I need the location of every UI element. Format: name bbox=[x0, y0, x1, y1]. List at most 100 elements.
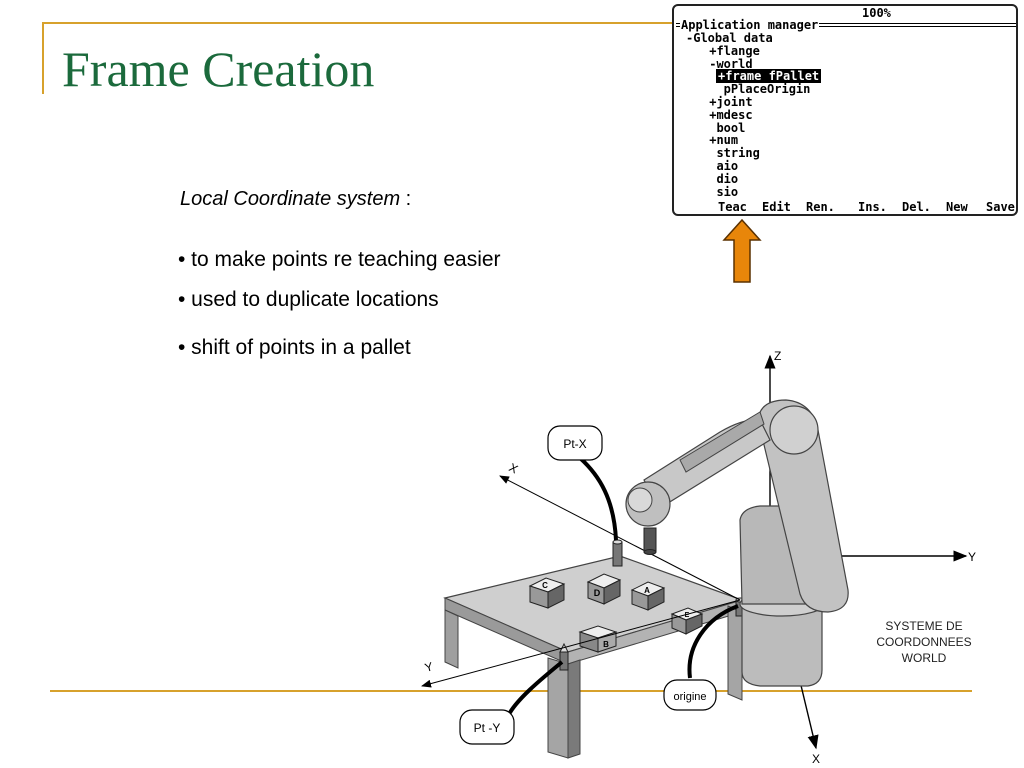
part-box-d: D bbox=[586, 573, 622, 605]
tree-item-mdesc[interactable]: +mdesc bbox=[674, 107, 821, 122]
callout-line-pt-x bbox=[578, 456, 618, 541]
tree-item-num[interactable]: +num bbox=[674, 134, 821, 147]
header-rule-right bbox=[819, 23, 1016, 28]
part-box-a: A bbox=[630, 581, 666, 611]
menu-insert-button[interactable]: Ins. bbox=[858, 200, 887, 214]
tree-item-aio[interactable]: aio bbox=[674, 160, 821, 173]
part-letter-d: D bbox=[594, 588, 601, 598]
menu-new-button[interactable]: New bbox=[946, 200, 968, 214]
tree-item-label: bool bbox=[702, 120, 746, 135]
pendant-menu-bar: Teac Edit Ren. Ins. Del. New Save bbox=[718, 200, 1016, 214]
tree-item-label: string bbox=[702, 146, 760, 161]
pallet-x-axis bbox=[499, 475, 741, 601]
menu-teach-button[interactable]: Teac bbox=[718, 200, 747, 214]
bullet-teaching: • to make points re teaching easier bbox=[178, 248, 501, 271]
tree-item-label: sio bbox=[702, 184, 739, 199]
table-leg bbox=[444, 609, 459, 669]
tree-item-frame-fpallet[interactable]: +frame fPallet bbox=[674, 69, 822, 84]
world-system-caption: SYSTEME DE COORDONNEES WORLD bbox=[876, 619, 971, 665]
callout-pt-x-label: Pt-X bbox=[563, 437, 586, 451]
tree-item-string[interactable]: string bbox=[674, 147, 821, 160]
tree-item-world[interactable]: -world bbox=[674, 56, 821, 71]
callout-line-origine bbox=[687, 604, 739, 679]
pendant-header: Application manager bbox=[676, 19, 1016, 32]
tree-item-label: +num bbox=[702, 133, 739, 148]
part-box-e: E bbox=[670, 607, 704, 635]
table-leg bbox=[547, 657, 569, 759]
bullet-pallet: • shift of points in a pallet bbox=[178, 336, 411, 359]
tree-item-label: +mdesc bbox=[702, 107, 753, 122]
subtitle: Local Coordinate system : bbox=[180, 188, 411, 211]
pendant-header-title: Application manager bbox=[681, 18, 819, 32]
robot-arm bbox=[625, 399, 849, 687]
world-z-label: Z bbox=[774, 349, 781, 363]
tree-item-global-data[interactable]: -Global data bbox=[674, 32, 821, 45]
zoom-level: 100% bbox=[862, 6, 891, 20]
data-tree: -Global data +flange -world +frame fPall… bbox=[674, 32, 822, 199]
robot-wrist bbox=[625, 481, 671, 527]
tree-item-bool[interactable]: bool bbox=[674, 120, 821, 135]
accent-top-line bbox=[42, 22, 672, 24]
pendant-screen: 100% Application manager -Global data +f… bbox=[672, 4, 1018, 216]
robot-forearm bbox=[643, 419, 771, 509]
pallet-x-label: X bbox=[507, 460, 521, 476]
world-y-label: Y bbox=[968, 550, 976, 564]
pallet-frame-axes: X Y bbox=[421, 460, 741, 688]
part-box-b: B bbox=[578, 625, 618, 653]
table-side-edge bbox=[567, 599, 743, 665]
callout-origine-label: origine bbox=[673, 691, 706, 703]
robot-shoulder bbox=[739, 505, 823, 605]
table-front-edge bbox=[444, 597, 569, 665]
part-letter-e: E bbox=[685, 612, 690, 619]
menu-save-button[interactable]: Save bbox=[986, 200, 1015, 214]
tree-item-label-selected: +frame fPallet bbox=[716, 69, 822, 84]
callouts: Pt-X Pt -Y origine bbox=[459, 425, 739, 745]
callout-line-pt-y bbox=[506, 660, 564, 717]
accent-bottom-line bbox=[50, 690, 972, 692]
table-leg bbox=[727, 605, 743, 701]
menu-edit-button[interactable]: Edit bbox=[762, 200, 791, 214]
robot-tool bbox=[643, 527, 657, 553]
tree-item-flange[interactable]: +flange bbox=[674, 43, 821, 58]
menu-delete-button[interactable]: Del. bbox=[902, 200, 931, 214]
callout-pt-y-label: Pt -Y bbox=[474, 721, 501, 735]
part-letter-a: A bbox=[644, 586, 650, 595]
tree-item-label: +flange bbox=[702, 43, 760, 58]
table-leg bbox=[567, 659, 581, 759]
caption-line-3: WORLD bbox=[902, 651, 947, 665]
tree-item-label: +joint bbox=[702, 94, 753, 109]
part-box-c: C bbox=[528, 577, 566, 609]
tree-item-label: pPlaceOrigin bbox=[702, 82, 811, 97]
tree-item-label: aio bbox=[702, 158, 739, 173]
part-letter-c: C bbox=[542, 581, 548, 590]
tree-item-joint[interactable]: +joint bbox=[674, 96, 821, 109]
parts: C D A E B bbox=[528, 573, 704, 653]
pin-origine bbox=[735, 599, 746, 617]
tree-item-label: dio bbox=[702, 171, 739, 186]
pin-pt-y bbox=[559, 651, 569, 671]
robot-upper-arm bbox=[757, 399, 849, 613]
world-axes: Z Y X bbox=[764, 349, 976, 766]
callout-pt-y bbox=[459, 709, 515, 745]
part-letter-b: B bbox=[603, 640, 609, 649]
caption-line-1: SYSTEME DE bbox=[885, 619, 962, 633]
arrow-shape bbox=[722, 218, 762, 283]
subtitle-colon: : bbox=[400, 188, 412, 210]
menu-rename-button[interactable]: Ren. bbox=[806, 200, 835, 214]
robot-elbow bbox=[769, 405, 819, 455]
tree-item-label: -world bbox=[702, 56, 753, 71]
callout-origine bbox=[663, 679, 717, 711]
reference-pins bbox=[559, 539, 746, 671]
header-rule-left bbox=[676, 23, 680, 28]
table-top bbox=[443, 555, 744, 653]
tree-item-sio[interactable]: sio bbox=[674, 184, 821, 199]
subtitle-italic: Local Coordinate system bbox=[180, 188, 401, 210]
pin-pt-x bbox=[612, 541, 623, 567]
bullet-duplicate: • used to duplicate locations bbox=[178, 288, 439, 311]
tree-item-pplaceorigin[interactable]: pPlaceOrigin bbox=[674, 83, 821, 96]
tree-item-dio[interactable]: dio bbox=[674, 171, 821, 186]
world-x-axis bbox=[769, 555, 819, 750]
caption-line-2: COORDONNEES bbox=[876, 635, 971, 649]
pallet-y-label: Y bbox=[423, 659, 434, 675]
up-arrow-icon bbox=[722, 218, 762, 283]
